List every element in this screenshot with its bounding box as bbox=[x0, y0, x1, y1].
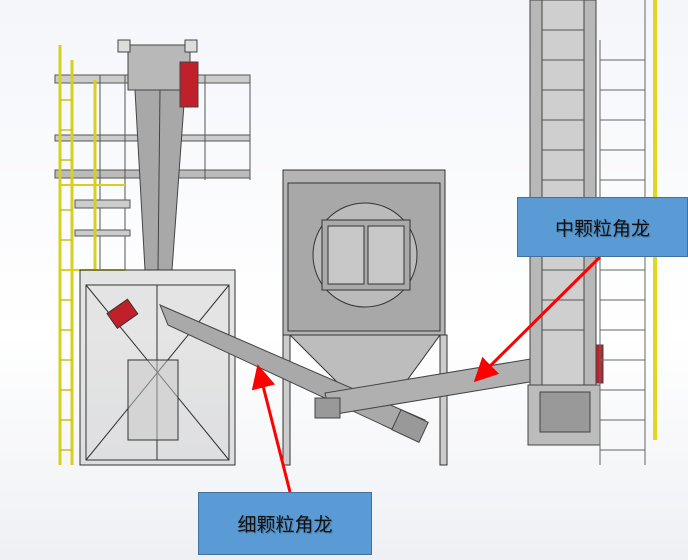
medium-auger-label: 中颗粒角龙 bbox=[517, 197, 688, 257]
feed-chute bbox=[117, 39, 199, 271]
medium-auger-arrow bbox=[473, 255, 602, 383]
central-silo bbox=[282, 169, 448, 466]
left-enclosure bbox=[79, 269, 236, 466]
fine-auger-arrow bbox=[251, 364, 292, 493]
fine-auger-label: 细颗粒角龙 bbox=[198, 492, 372, 555]
left-ladder bbox=[58, 45, 125, 465]
